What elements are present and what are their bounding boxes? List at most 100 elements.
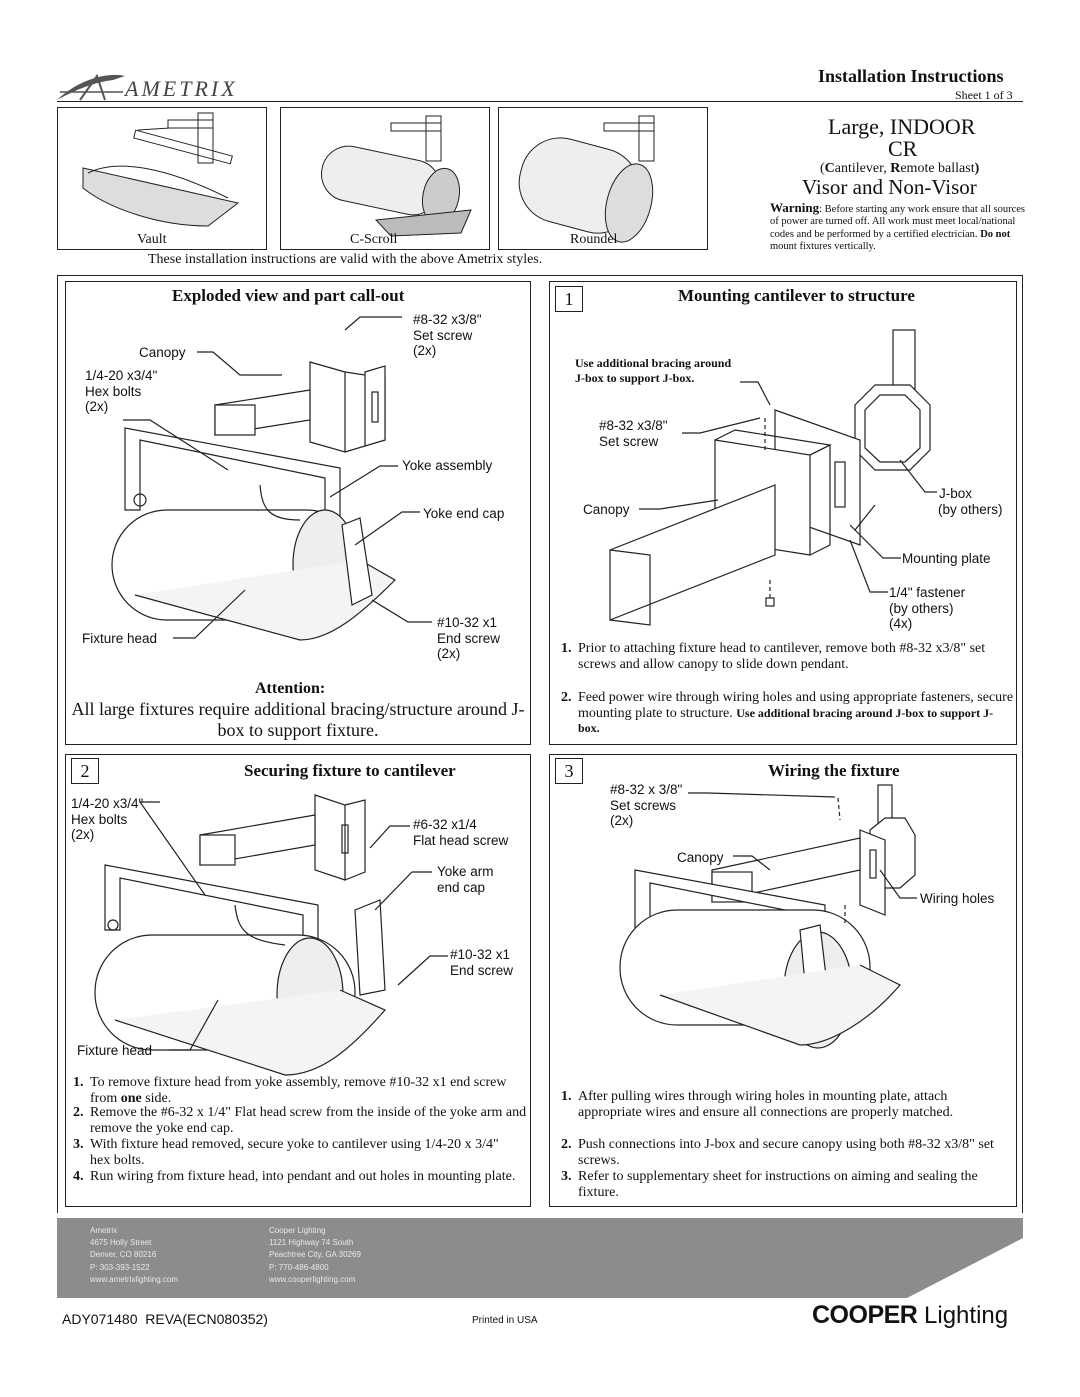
s2-yoke-arm-label: Yoke arm end cap xyxy=(437,864,494,895)
style-cscroll-image xyxy=(280,107,490,250)
s2-step-3-text: With fixture head removed, secure yoke t… xyxy=(90,1137,499,1168)
product-title-line4: Visor and Non-Visor xyxy=(802,175,977,199)
footer-cooper-city: Peachtree City, GA 30269 xyxy=(269,1250,361,1260)
exploded-panel xyxy=(65,281,531,745)
outer-frame-right xyxy=(1022,275,1023,1213)
outer-frame-left xyxy=(57,275,58,1213)
s2-flat-head-label: #6-32 x1/4 Flat head screw xyxy=(413,817,509,848)
warning-label: Warning xyxy=(770,200,820,215)
subtitle-r: R xyxy=(890,161,901,176)
s2-step-4-text: Run wiring from fixture head, into penda… xyxy=(90,1169,516,1184)
exp-yoke-assembly-label: Yoke assembly xyxy=(402,458,493,473)
doc-number: ADY071480 REVA(ECN080352) xyxy=(62,1311,268,1327)
s3-canopy-label: Canopy xyxy=(677,850,724,865)
section1-bracing-note: Use additional bracing around J-box to s… xyxy=(575,356,732,385)
cooper-lighting-logo: COOPER Lighting xyxy=(812,1301,1008,1330)
s3-step-1: 1. After pulling wires through wiring hol… xyxy=(561,1089,1008,1120)
footer-ametrix-url[interactable]: www.ametrixlighting.com xyxy=(90,1274,179,1284)
s2-step-4: 4. Run wiring from fixture head, into pen… xyxy=(73,1169,525,1185)
s2-step-3-num: 3. xyxy=(73,1137,84,1152)
footer-cooper-phone: P: 770-486-4800 xyxy=(269,1262,329,1272)
footer-cooper-street: 1121 Highway 74 South xyxy=(269,1238,354,1248)
s2-fixture-head-label: Fixture head xyxy=(77,1043,153,1058)
product-title-line1: Large, INDOOR xyxy=(828,114,976,139)
cscroll-fixture-icon xyxy=(321,115,472,237)
header-rule xyxy=(57,101,1023,102)
s1-step-1-num: 1. xyxy=(561,641,572,656)
warning-bold: Do not xyxy=(980,228,1011,240)
s2-step-1-text: To remove fixture head from yoke assembl… xyxy=(90,1075,507,1106)
exploded-title: Exploded view and part call-out xyxy=(172,286,405,305)
footer-cooper-url[interactable]: www.cooperlighting.com xyxy=(269,1274,356,1284)
doc-type: Installation Instructions xyxy=(818,66,1004,86)
styles-note: These installation instructions are vali… xyxy=(148,252,543,267)
s2-step-1-tail: side. xyxy=(141,1090,172,1106)
section2-number: 2 xyxy=(71,758,99,784)
roundel-fixture-icon xyxy=(518,115,655,243)
section1-number: 1 xyxy=(555,286,583,312)
footer-ametrix-city: Denver, CO 80216 xyxy=(90,1250,157,1260)
s3-step-3-num: 3. xyxy=(561,1169,572,1184)
s1-canopy-label: Canopy xyxy=(583,502,630,517)
exp-hex-bolts-label: 1/4-20 x3/4" Hex bolts (2x) xyxy=(85,368,158,414)
s1-mounting-plate-label: Mounting plate xyxy=(902,551,991,566)
attention-title: Attention: xyxy=(255,680,326,697)
brand-name: AMETRIX xyxy=(125,76,238,101)
section3-title: Wiring the fixture xyxy=(768,761,900,780)
warning-text: Warning: Before starting any work ensure… xyxy=(770,200,1025,253)
section1-panel xyxy=(549,281,1017,745)
s1-step-2: 2. Feed power wire through wiring holes a… xyxy=(561,690,1014,737)
s3-step-1-text: After pulling wires through wiring holes… xyxy=(578,1089,954,1120)
ametrix-logo: AMETRIX xyxy=(55,70,235,106)
s1-fastener-label: 1/4" fastener (by others) (4x) xyxy=(889,585,966,631)
exp-canopy-label: Canopy xyxy=(139,345,186,360)
exp-set-screw-label: #8-32 x3/8" Set screw (2x) xyxy=(413,312,482,358)
product-title-line2: CR xyxy=(888,136,918,161)
ametrix-swoosh-icon xyxy=(57,73,125,101)
s3-step-2: 2.Push connections into J-box and secure… xyxy=(561,1137,1008,1168)
s1-step-2-bold: Use additional bracing around J-box to s… xyxy=(578,705,994,736)
s1-step-2-num: 2. xyxy=(561,690,572,705)
s2-step-2-text: Remove the #6-32 x 1/4" Flat head screw … xyxy=(90,1105,527,1136)
s1-step-2-text: Feed power wire through wiring holes and… xyxy=(578,690,1014,721)
s3-step-3: 3.Refer to supplementary sheet for instr… xyxy=(561,1169,1008,1200)
outer-frame-top xyxy=(57,275,1023,276)
style-label-vault: Vault xyxy=(137,232,167,247)
s2-step-4-num: 4. xyxy=(73,1169,84,1184)
product-subtitle: (Cantilever, Remote ballast) xyxy=(820,161,980,176)
section3-panel xyxy=(549,754,1017,1207)
section3-number: 3 xyxy=(555,758,583,784)
section1-title: Mounting cantilever to structure xyxy=(678,286,915,305)
exp-end-screw-label: #10-32 x1 End screw (2x) xyxy=(437,615,501,661)
s1-step-1-text: Prior to attaching fixture head to canti… xyxy=(578,641,986,672)
s2-step-2: 2.Remove the #6-32 x 1/4" Flat head scre… xyxy=(73,1105,530,1136)
footer-ametrix-phone: P: 303-393-1522 xyxy=(90,1262,150,1272)
s1-step-1: 1. Prior to attaching fixture head to can… xyxy=(561,641,1008,672)
s3-step-1-num: 1. xyxy=(561,1089,572,1104)
footer-cooper-address: Cooper Lighting 1121 Highway 74 South Pe… xyxy=(269,1225,361,1286)
footer-ametrix-address: Ametrix 4675 Holly Street Denver, CO 802… xyxy=(90,1225,178,1286)
s2-step-1-bold: one xyxy=(120,1090,142,1106)
cooper-logo-bold: COOPER xyxy=(812,1301,918,1329)
s2-hex-bolts-label: 1/4-20 x3/4" Hex bolts (2x) xyxy=(71,796,144,842)
exp-yoke-end-cap-label: Yoke end cap xyxy=(423,506,505,521)
s1-jbox-label: J-box xyxy=(939,486,973,501)
vault-fixture-icon xyxy=(82,112,240,227)
s2-step-1-num: 1. xyxy=(73,1075,84,1090)
cooper-logo-light: Lighting xyxy=(917,1302,1009,1329)
style-label-cscroll: C-Scroll xyxy=(350,232,398,247)
s3-set-screws-label: #8-32 x 3/8" Set screws (2x) xyxy=(610,782,683,828)
s1-by-others-label: (by others) xyxy=(938,502,1003,517)
printed-in: Printed in USA xyxy=(472,1315,538,1326)
warning-tail: mount fixtures vertically. xyxy=(770,240,876,252)
s3-step-2-text: Push connections into J-box and secure c… xyxy=(578,1137,994,1168)
subtitle-mid: antilever, xyxy=(834,161,891,176)
subtitle-c: C xyxy=(824,161,835,176)
footer-band: Ametrix 4675 Holly Street Denver, CO 802… xyxy=(57,1218,1023,1298)
footer-ametrix-street: 4675 Holly Street xyxy=(90,1238,152,1248)
style-vault-image xyxy=(57,107,267,250)
style-label-roundel: Roundel xyxy=(570,232,618,247)
footer-cooper-name: Cooper Lighting xyxy=(269,1226,326,1235)
footer-ametrix-name: Ametrix xyxy=(90,1226,118,1235)
footer-wedge-shape xyxy=(907,1238,1023,1298)
